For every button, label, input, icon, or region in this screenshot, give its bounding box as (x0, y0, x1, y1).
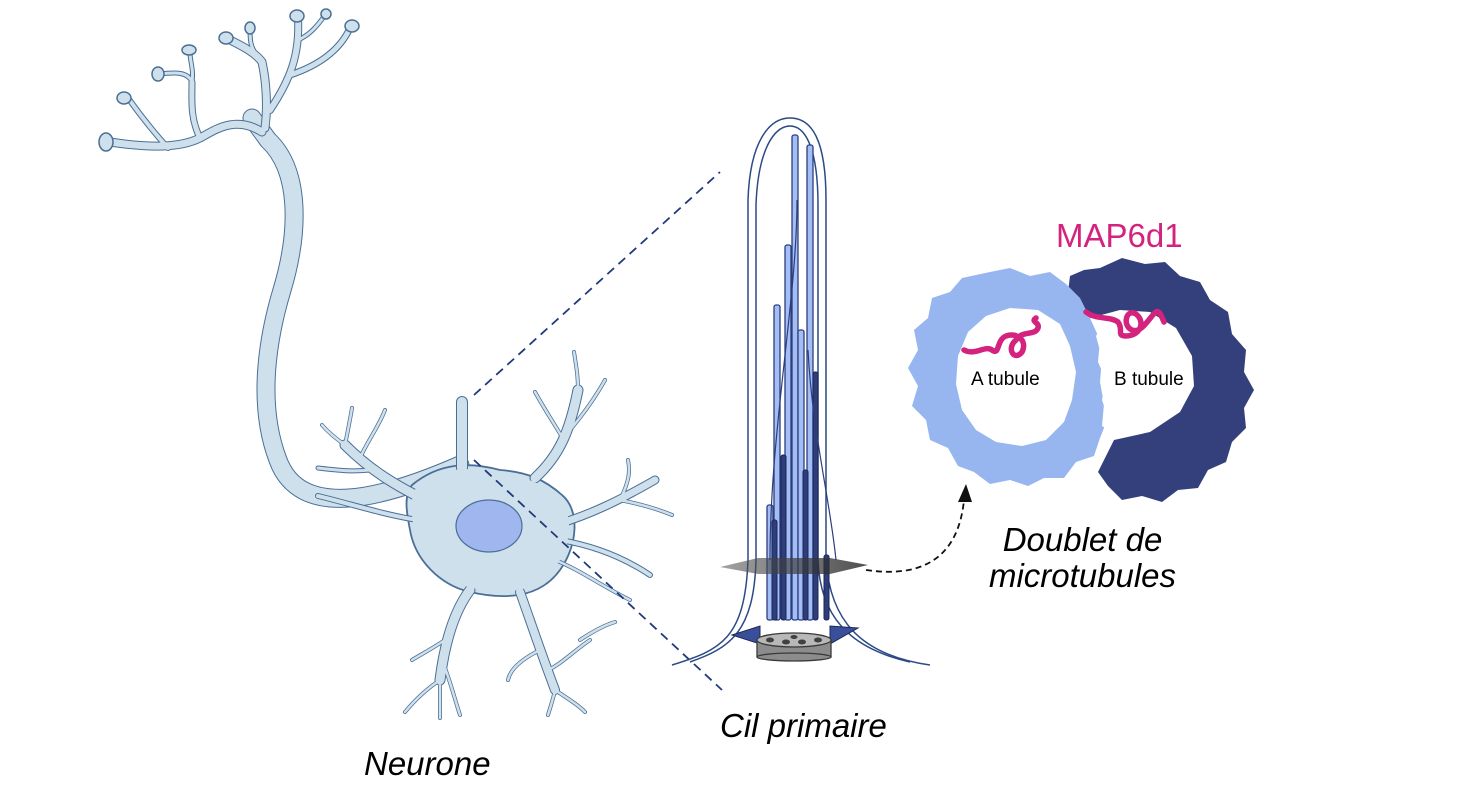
axoneme-curves (769, 199, 837, 561)
transition-fiber-right (829, 625, 860, 645)
zoom-line-bottom (473, 459, 723, 691)
doublet-label: Doublet de microtubules (970, 522, 1195, 594)
section-plane (720, 558, 868, 574)
neurone-label: Neurone (364, 745, 491, 782)
b-tubule-ring (1068, 258, 1254, 502)
cil-primaire-label: Cil primaire (720, 707, 887, 744)
map6d1-label: MAP6d1 (1056, 217, 1183, 254)
basal-body-top (756, 632, 832, 648)
map6d1-squiggle-a (961, 315, 1041, 359)
neuron (98, 8, 674, 720)
zoom-arrow-head (958, 484, 972, 502)
neuron-trunk-fill (243, 109, 469, 507)
zoom-arrow (865, 499, 965, 573)
cilium-membrane-outer (671, 117, 931, 666)
b-tubule-label: B tubule (1114, 369, 1184, 390)
a-tubule-ring (908, 268, 1108, 486)
primary-cilium (671, 117, 931, 666)
b-tubule-lumen (1096, 316, 1188, 436)
basal-body-bottom (756, 652, 832, 662)
doublet-label-line1: Doublet de (1002, 521, 1163, 558)
map6d1-squiggle-b (1083, 309, 1167, 339)
transition-fiber-left (730, 625, 761, 645)
doublet (908, 258, 1254, 502)
cilium-membrane-inner (689, 125, 911, 663)
neuron-nucleus (455, 499, 523, 553)
dendrite-tips (98, 8, 360, 152)
a-tubule-label: A tubule (971, 369, 1040, 390)
zoom-line-top (473, 171, 721, 396)
zoom-lines (473, 171, 723, 691)
doublet-label-line2: microtubules (988, 557, 1177, 594)
basal-body-holes (766, 635, 822, 645)
